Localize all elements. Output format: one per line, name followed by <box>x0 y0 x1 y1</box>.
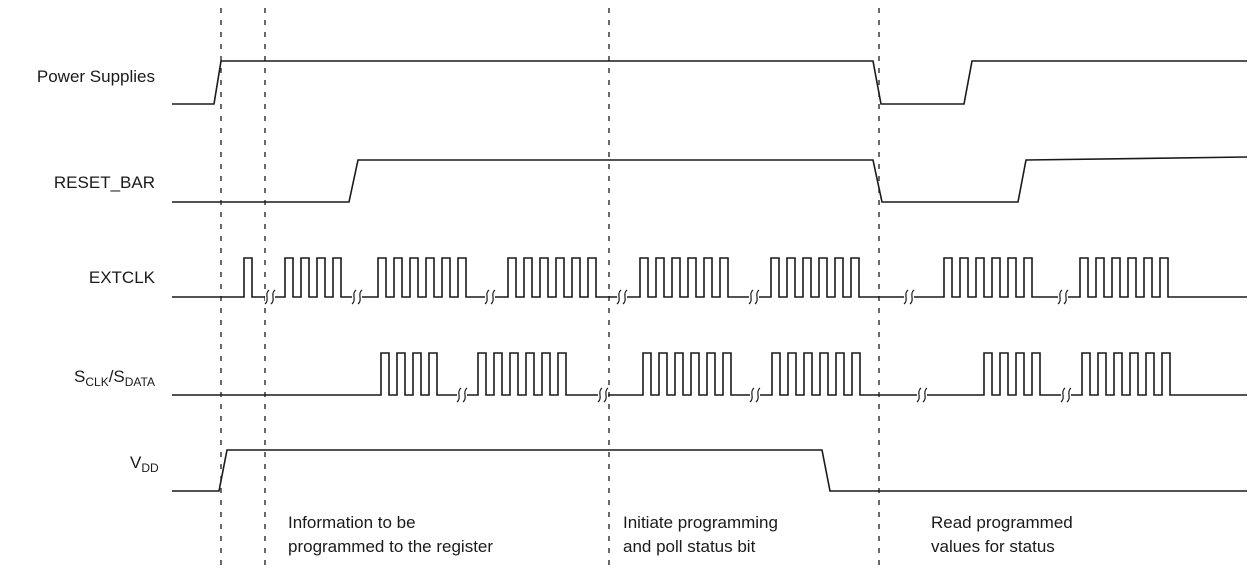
label-sclk-sep: /S <box>109 367 125 386</box>
label-sclk-sub: CLK <box>85 375 108 389</box>
label-vdd-sub: DD <box>141 461 159 475</box>
phase-guides <box>220 8 880 572</box>
label-vdd: VDD <box>130 453 159 475</box>
waveform-reset-bar <box>172 156 1248 203</box>
break-mark-sclk-sdata-1-2 <box>462 387 468 403</box>
break-mask-sclk-sdata-2 <box>598 388 608 402</box>
break-mask-extclk-6 <box>904 290 914 304</box>
annotation-read-values: Read programmed values for status <box>931 513 1077 556</box>
label-reset-bar: RESET_BAR <box>54 173 155 192</box>
break-mask-extclk-2 <box>352 290 362 304</box>
break-mask-sclk-sdata-3 <box>750 388 760 402</box>
annotation-read-values-line1: Read programmed <box>931 513 1073 532</box>
break-mark-extclk-4-2 <box>622 289 628 305</box>
break-mark-extclk-6-2 <box>909 289 915 305</box>
break-mask-extclk-4 <box>617 290 627 304</box>
waveform-sclk-sdata <box>172 352 1247 396</box>
label-vdd-main: V <box>130 453 142 472</box>
waveform-power-supplies <box>172 60 1247 105</box>
break-mark-sclk-sdata-4-2 <box>922 387 928 403</box>
clock-waveforms <box>172 257 1247 403</box>
annotation-initiate-programming-line2: and poll status bit <box>623 537 756 556</box>
label-extclk: EXTCLK <box>89 268 156 287</box>
break-mark-extclk-2-1 <box>351 289 357 305</box>
break-mark-sclk-sdata-2-1 <box>597 387 603 403</box>
break-mark-extclk-5-1 <box>748 289 754 305</box>
phase-annotations: Information to be programmed to the regi… <box>288 513 1077 556</box>
break-mask-extclk-7 <box>1058 290 1068 304</box>
annotation-register-info-line2: programmed to the register <box>288 537 493 556</box>
break-mark-extclk-4-1 <box>616 289 622 305</box>
label-sdata-sub: DATA <box>125 375 155 389</box>
break-mark-extclk-1-2 <box>270 289 276 305</box>
break-mark-extclk-5-2 <box>754 289 760 305</box>
waveform-extclk <box>172 257 1247 298</box>
annotation-register-info-line1: Information to be <box>288 513 416 532</box>
annotation-initiate-programming-line1: Initiate programming <box>623 513 778 532</box>
annotation-initiate-programming: Initiate programming and poll status bit <box>623 513 783 556</box>
break-mark-extclk-3-2 <box>490 289 496 305</box>
break-mask-sclk-sdata-5 <box>1061 388 1071 402</box>
break-mark-extclk-1-1 <box>264 289 270 305</box>
break-mark-sclk-sdata-3-2 <box>755 387 761 403</box>
break-mark-sclk-sdata-2-2 <box>603 387 609 403</box>
break-mark-sclk-sdata-1-1 <box>456 387 462 403</box>
static-waveforms <box>172 60 1248 492</box>
break-mark-extclk-7-1 <box>1057 289 1063 305</box>
annotation-register-info: Information to be programmed to the regi… <box>288 513 493 556</box>
label-sclk-main: S <box>74 367 85 386</box>
break-mask-sclk-sdata-4 <box>917 388 927 402</box>
break-mark-extclk-7-2 <box>1063 289 1069 305</box>
break-mark-sclk-sdata-5-1 <box>1060 387 1066 403</box>
break-mask-sclk-sdata-1 <box>457 388 467 402</box>
break-mark-sclk-sdata-4-1 <box>916 387 922 403</box>
break-mark-sclk-sdata-3-1 <box>749 387 755 403</box>
break-mask-extclk-1 <box>265 290 275 304</box>
break-mark-extclk-2-2 <box>357 289 363 305</box>
break-mark-sclk-sdata-5-2 <box>1066 387 1072 403</box>
label-power-supplies: Power Supplies <box>37 67 155 86</box>
break-mark-extclk-6-1 <box>903 289 909 305</box>
break-mark-extclk-3-1 <box>484 289 490 305</box>
annotation-read-values-line2: values for status <box>931 537 1055 556</box>
break-mask-extclk-5 <box>749 290 759 304</box>
label-sclk-sdata: SCLK/SDATA <box>74 367 155 389</box>
waveform-vdd <box>172 449 1247 492</box>
signal-labels: Power Supplies RESET_BAR EXTCLK SCLK/SDA… <box>37 67 159 475</box>
break-mask-extclk-3 <box>485 290 495 304</box>
